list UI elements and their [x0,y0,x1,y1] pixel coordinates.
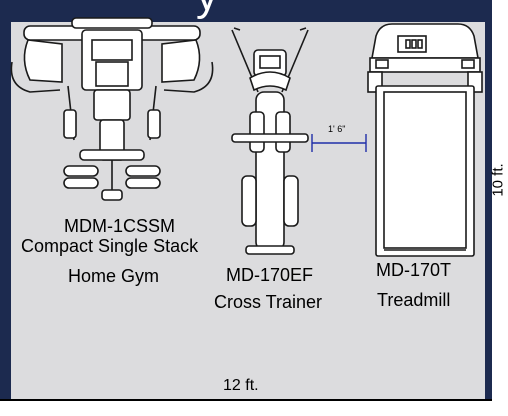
room-width-label: 12 ft. [223,377,259,394]
cross-trainer-drawing [231,27,309,255]
treadmill-name: Treadmill [377,290,451,310]
clearance-label: 1' 6" [328,124,346,134]
clearance-dimension [311,134,367,152]
equipment-drawings [10,17,483,257]
home-gym-model: MDM-1CSSM [64,216,175,236]
home-gym-drawing [10,17,214,201]
treadmill-drawing [367,23,483,257]
cross-trainer-model: MD-170EF [226,265,314,285]
cross-trainer-name: Cross Trainer [214,292,323,312]
treadmill-model: MD-170T [376,260,452,280]
home-gym-name-line1: Compact Single Stack [21,236,199,256]
title-fragment: y [196,0,218,18]
room-depth-dimension: 10 ft. [487,150,508,210]
room-bottom-edge [0,399,492,416]
room-depth-label: 10 ft. [489,163,506,197]
home-gym-name-line2: Home Gym [68,266,160,286]
